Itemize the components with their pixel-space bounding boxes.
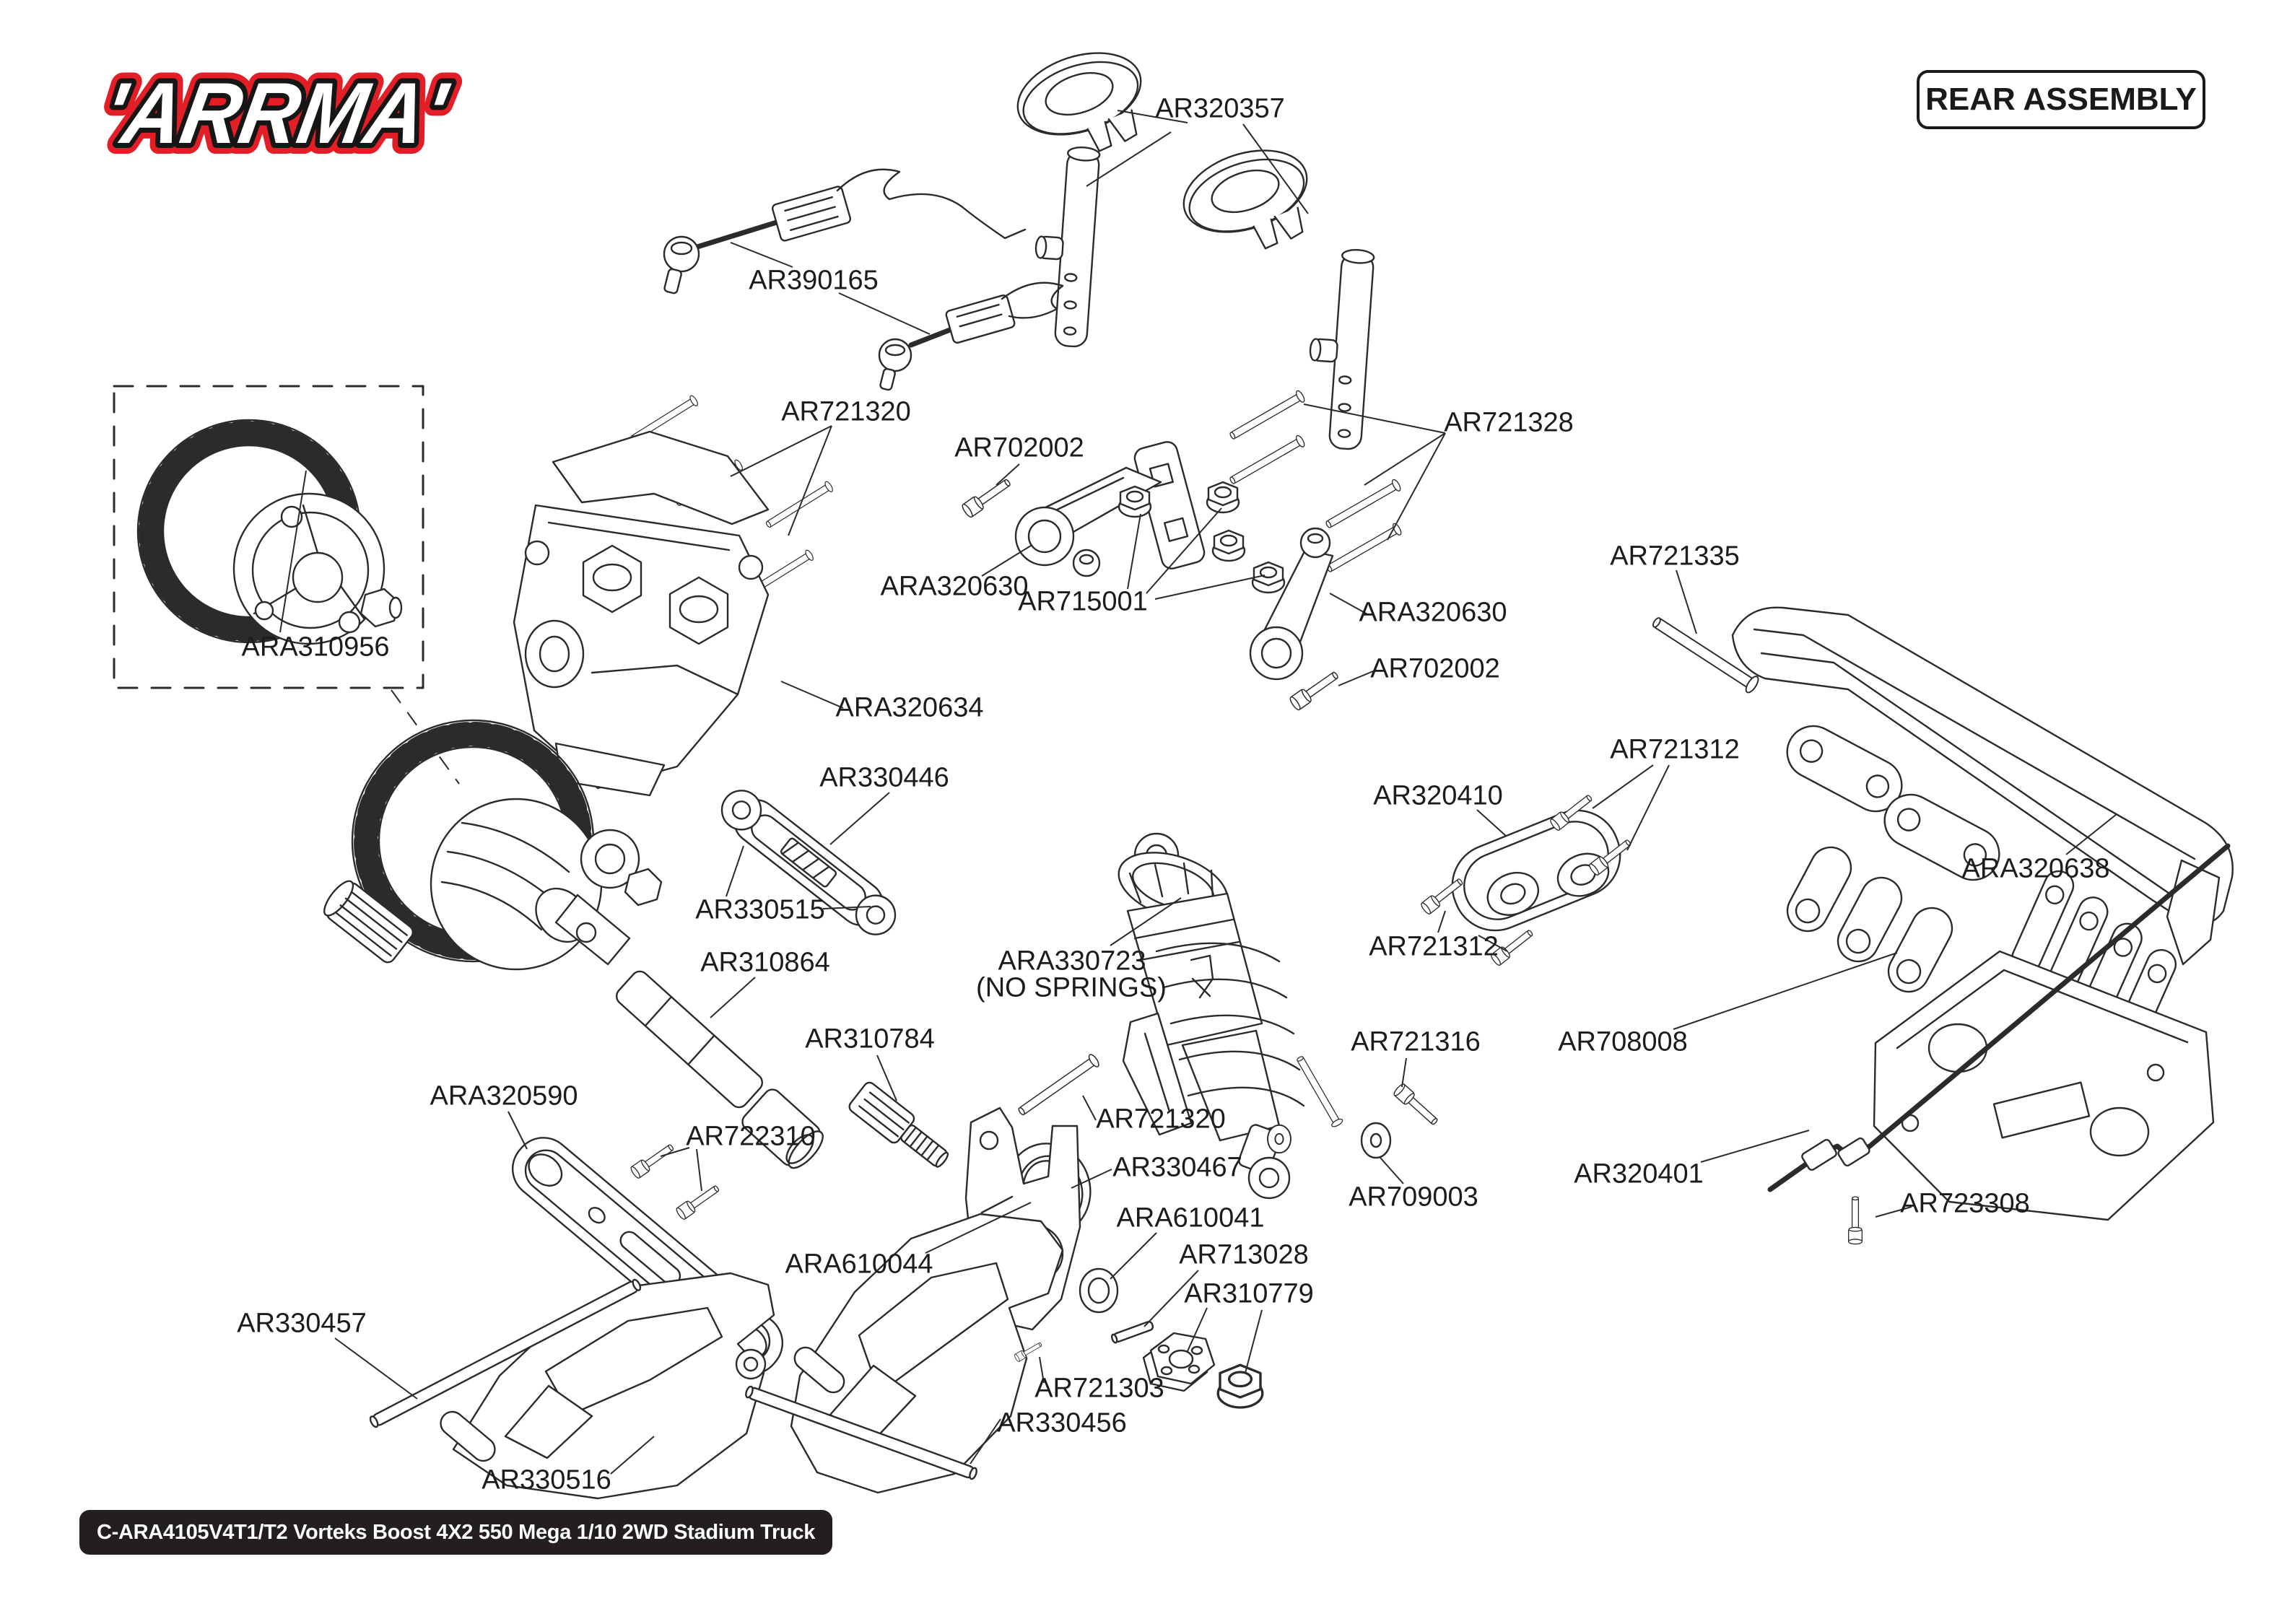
bumper-ara320638-drawing [1731, 606, 2234, 993]
shock-ara330723-drawing [1118, 832, 1305, 1200]
part-label-ara330723: ARA330723 [998, 946, 1146, 977]
driveshaft-ar310864-drawing [535, 887, 824, 1169]
part-label-ar721320: AR721320 [781, 396, 911, 427]
screw-ar723308-drawing [1847, 1196, 1863, 1245]
part-label-ara610041: ARA610041 [1116, 1202, 1265, 1234]
footer-bar: C-ARA4105V4T1/T2 Vorteks Boost 4X2 550 M… [79, 1510, 833, 1555]
part-label-ar330446: AR330446 [819, 762, 949, 793]
diff-detail-box [113, 385, 424, 689]
logo-text-black-outline: 'ARRMA' [97, 65, 456, 162]
part-label-ara320638: ARA320638 [1961, 853, 2110, 884]
body-post-left-drawing [1034, 147, 1101, 348]
part-label-ar721335: AR721335 [1610, 541, 1740, 572]
suspension-arm-left-ar330516-drawing [440, 1272, 775, 1500]
model-code: C-ARA4105V4T1/T2 Vorteks Boost 4X2 550 M… [97, 1520, 816, 1544]
arrma-logo: 'ARRMA' 'ARRMA' 'ARRMA' [86, 54, 467, 173]
body-mount-right-drawing [1182, 149, 1308, 250]
body-clip-assembly-1 [663, 168, 1027, 294]
flange-nut-drawing [1216, 1363, 1264, 1409]
part-label-ar709003: AR709003 [1349, 1182, 1478, 1213]
part-label-ara320630: ARA320630 [880, 571, 1029, 602]
screw-ar721316-drawing [1392, 1082, 1442, 1129]
title-box: REAR ASSEMBLY [1917, 70, 2205, 129]
hinge-pin-ar330457-drawing [369, 1278, 642, 1428]
part-label-ara320590: ARA320590 [430, 1081, 578, 1112]
part-label-ar310779: AR310779 [1184, 1278, 1314, 1309]
body-post-right-drawing [1309, 249, 1375, 450]
part-label-ar320410: AR320410 [1373, 780, 1503, 811]
part-label-ar702002: AR702002 [954, 432, 1084, 463]
logo-text-fill: 'ARRMA' [97, 65, 456, 162]
part-label-ara330723-note: (NO SPRINGS) [976, 972, 1167, 1003]
page-title: REAR ASSEMBLY [1925, 82, 2197, 117]
part-label-ar330467: AR330467 [1112, 1152, 1242, 1183]
part-label-ara320634: ARA320634 [835, 692, 984, 723]
part-label-ar721320-2: AR721320 [1096, 1104, 1226, 1135]
wheel-hex-ar310779-drawing [1142, 1332, 1216, 1392]
part-label-ar722310: AR722310 [686, 1121, 816, 1152]
part-label-ar708008: AR708008 [1558, 1026, 1688, 1057]
part-label-ar330515: AR330515 [695, 894, 825, 925]
part-label-ar715001: AR715001 [1018, 586, 1148, 617]
part-label-ara610044: ARA610044 [785, 1249, 933, 1280]
part-label-ar723308: AR723308 [1900, 1188, 2030, 1219]
part-label-ar330516: AR330516 [482, 1464, 611, 1496]
part-label-ar390165: AR390165 [749, 265, 879, 296]
diff-ara310956-drawing [136, 419, 403, 645]
rocker-ara320630-right-drawing [1249, 527, 1334, 681]
part-label-ar721328: AR721328 [1444, 407, 1574, 438]
rocker-ara320630-left-drawing [1014, 441, 1206, 577]
part-label-ar330457: AR330457 [237, 1308, 367, 1339]
skid-plate-ar708008-drawing [1767, 843, 2231, 1221]
suspension-arm-right-drawing [790, 1213, 1064, 1494]
gearbox-ara320634-drawing [513, 430, 770, 797]
hinge-pin-ar330456-drawing [745, 1385, 977, 1480]
camber-link-drawing [720, 790, 897, 935]
part-label-ar702002-2: AR702002 [1370, 653, 1500, 684]
screw-ar702002-right-drawing [1288, 667, 1342, 712]
part-label-ar310784: AR310784 [805, 1023, 935, 1055]
washer-shock-drawing [1267, 1124, 1291, 1154]
logo-text-red-outline: 'ARRMA' [97, 65, 456, 162]
part-label-ar330456: AR330456 [997, 1407, 1127, 1439]
part-label-ar320401: AR320401 [1574, 1158, 1704, 1189]
screws-ar722310-drawing [629, 1140, 723, 1221]
part-label-ar721316: AR721316 [1351, 1026, 1481, 1057]
screw-ar702002-top-drawing [960, 474, 1014, 520]
bearing-ara610041-drawing [1079, 1267, 1119, 1314]
leader-lines [279, 110, 2117, 1475]
part-label-ara320630-2: ARA320630 [1359, 597, 1507, 628]
part-label-ar721312-2: AR721312 [1369, 931, 1499, 962]
part-label-ar721303: AR721303 [1034, 1373, 1164, 1404]
part-label-ar713028: AR713028 [1179, 1239, 1309, 1270]
part-label-ar721312: AR721312 [1610, 734, 1740, 765]
pin-ar721320-lower-drawing [1015, 1052, 1102, 1119]
part-label-ara310956: ARA310956 [241, 632, 390, 663]
pin-ar713028-drawing [1111, 1320, 1154, 1344]
body-mount-left-drawing [1016, 52, 1142, 152]
stub-axle-ar310784-drawing [848, 1081, 949, 1168]
washer-ar709003-drawing [1360, 1122, 1392, 1159]
part-label-ar310864: AR310864 [700, 947, 830, 978]
pin-shock-mount-drawing [1294, 1054, 1344, 1129]
part-label-ar320357: AR320357 [1155, 93, 1285, 124]
body-clip-assembly-2 [878, 281, 1064, 391]
